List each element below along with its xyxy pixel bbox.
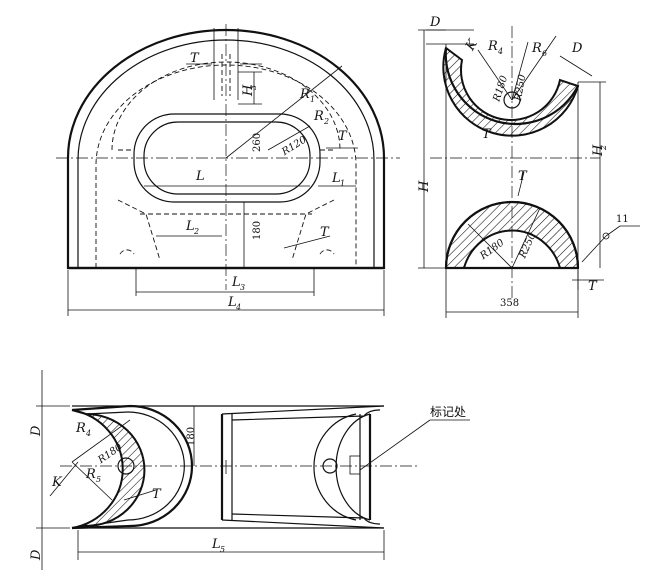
label-t-side-bottom: T bbox=[588, 279, 598, 294]
label-l3: L bbox=[231, 275, 241, 290]
label-260: 260 bbox=[252, 133, 263, 152]
label-l: L bbox=[195, 169, 205, 184]
label-r2: R bbox=[313, 109, 324, 124]
label-r250-lower: R250 bbox=[517, 231, 539, 261]
label-t-side-upper: T bbox=[482, 127, 492, 142]
label-l1: L bbox=[331, 171, 341, 186]
label-r250-upper: R250 bbox=[513, 73, 529, 103]
label-l5-sub: 5 bbox=[220, 545, 225, 554]
label-t-top: T bbox=[190, 51, 200, 66]
label-180-front: 180 bbox=[252, 221, 263, 240]
label-h: H bbox=[417, 180, 432, 193]
label-l5: L bbox=[211, 537, 221, 552]
plan-view: 标记处 180 D D R 4 R 5 R180 K T L 5 bbox=[29, 370, 470, 570]
label-t-bottom: T bbox=[320, 225, 330, 240]
label-r5: R bbox=[85, 467, 96, 482]
label-11: 11 bbox=[616, 214, 629, 225]
label-358: 358 bbox=[500, 298, 519, 309]
label-r4-side: R bbox=[487, 39, 498, 54]
label-r6-sub: 6 bbox=[542, 49, 547, 58]
label-h3: H bbox=[241, 84, 256, 97]
label-t-side-lower: T bbox=[518, 169, 528, 184]
label-r1: R bbox=[299, 87, 310, 102]
label-d-top: D bbox=[429, 15, 441, 30]
front-view: T H 3 R 1 R 2 R120 260 180 T L 1 L L 2 bbox=[56, 24, 400, 316]
label-d-right: D bbox=[571, 41, 583, 56]
label-l4: L bbox=[227, 295, 237, 310]
label-r120: R120 bbox=[279, 134, 309, 158]
label-d-plan-top: D bbox=[29, 425, 44, 437]
label-l1-sub: 1 bbox=[340, 179, 345, 188]
label-t-plan: T bbox=[152, 487, 162, 502]
label-h3-sub: 3 bbox=[249, 85, 258, 90]
label-r2-sub: 2 bbox=[323, 117, 329, 126]
label-l3-sub: 3 bbox=[240, 283, 245, 292]
label-r1-sub: 1 bbox=[310, 95, 315, 104]
label-r4-side-sub: 4 bbox=[497, 47, 503, 56]
label-l2: L bbox=[185, 219, 195, 234]
label-r4-plan-sub: 4 bbox=[85, 429, 91, 438]
label-r4-plan: R bbox=[75, 421, 86, 436]
label-d-plan-bottom: D bbox=[29, 549, 44, 561]
label-t-right: T bbox=[338, 129, 348, 144]
label-r180-upper: R180 bbox=[491, 74, 510, 104]
label-l4-sub: 4 bbox=[235, 303, 241, 312]
label-h2-sub: 2 bbox=[599, 145, 608, 151]
label-h2: H bbox=[591, 144, 606, 157]
side-view: H H 2 D K R 4 R 6 D R180 R250 T T R180 R bbox=[417, 15, 640, 318]
label-l2-sub: 2 bbox=[193, 227, 199, 236]
label-r5-sub: 5 bbox=[96, 475, 101, 484]
label-180-plan: 180 bbox=[186, 427, 197, 446]
label-r6: R bbox=[531, 41, 542, 56]
label-mark: 标记处 bbox=[430, 405, 466, 419]
label-k-plan: K bbox=[51, 475, 63, 490]
